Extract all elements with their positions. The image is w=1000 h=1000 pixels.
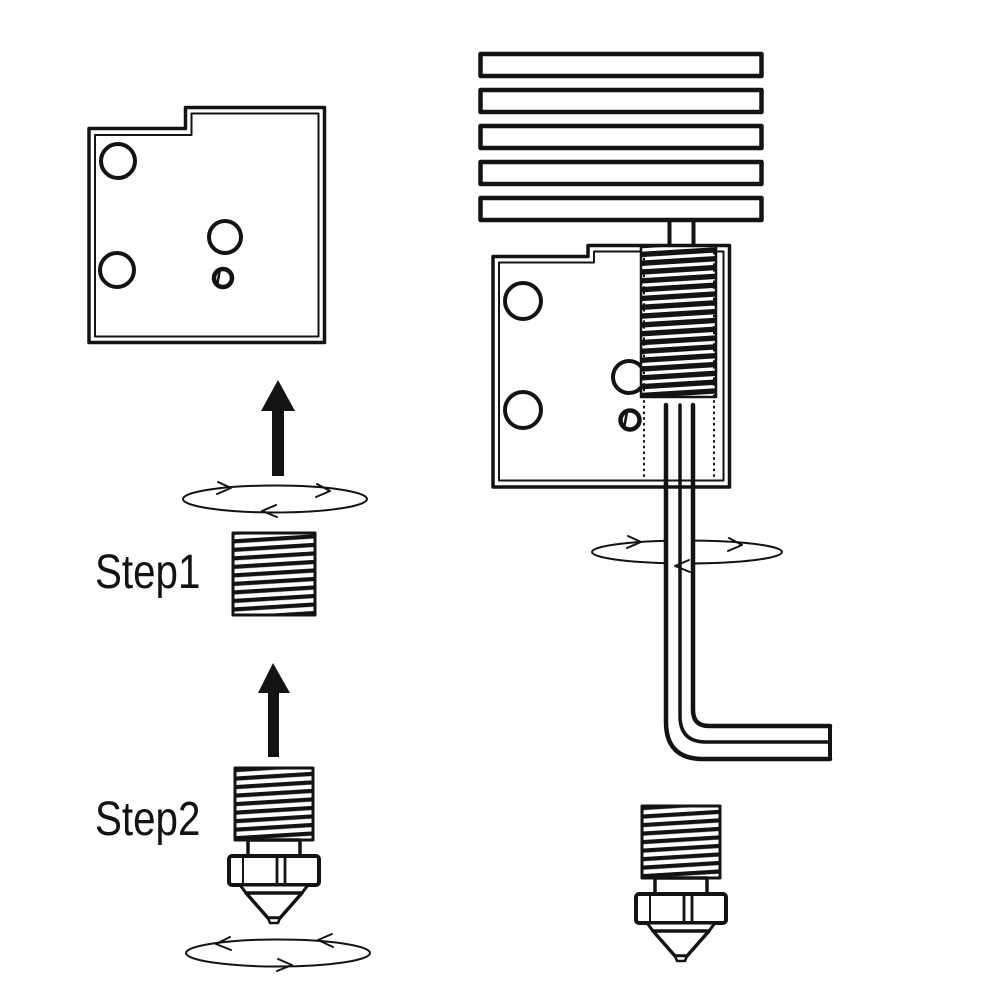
heatsink-fin — [478, 159, 764, 187]
heatsink-fin — [478, 123, 764, 151]
heatsink-fin — [478, 51, 764, 79]
wrench-facet-line — [678, 403, 832, 744]
wrench-inner-edge — [690, 402, 833, 729]
heatsink — [478, 51, 764, 248]
heater-block-exploded — [87, 105, 327, 345]
mounting-hole-icon — [98, 251, 136, 289]
rotation-arrows-1-icon — [182, 481, 368, 518]
up-arrow-step2-icon — [258, 663, 290, 757]
heatbreak-installed — [639, 244, 718, 399]
nozzle-exploded — [227, 766, 321, 925]
step2-label: Step2 — [95, 793, 201, 846]
hex-key-wrench — [663, 402, 833, 762]
heatsink-fin — [478, 195, 764, 223]
up-arrow-step1-icon — [261, 380, 295, 476]
mounting-hole-icon — [503, 281, 543, 321]
set-screw-icon — [211, 266, 235, 290]
rotation-arrow-3-front-icon — [674, 559, 691, 573]
rotation-arrows-2-icon — [185, 933, 371, 972]
nozzle-assembled — [634, 804, 728, 963]
block-bevel-line — [94, 112, 320, 338]
block-bevel-line — [498, 250, 725, 482]
heater-block-assembled — [491, 243, 732, 489]
mounting-hole-icon — [99, 142, 137, 180]
mounting-hole-icon — [503, 390, 543, 430]
block-outline — [87, 105, 327, 345]
step1-label: Step1 — [95, 546, 201, 599]
threaded-heatbreak — [231, 531, 317, 617]
wrench-outer-edge — [663, 402, 833, 762]
sensor-hole-icon — [207, 219, 243, 255]
heatsink-fin — [478, 87, 764, 115]
set-screw-icon — [618, 408, 642, 432]
